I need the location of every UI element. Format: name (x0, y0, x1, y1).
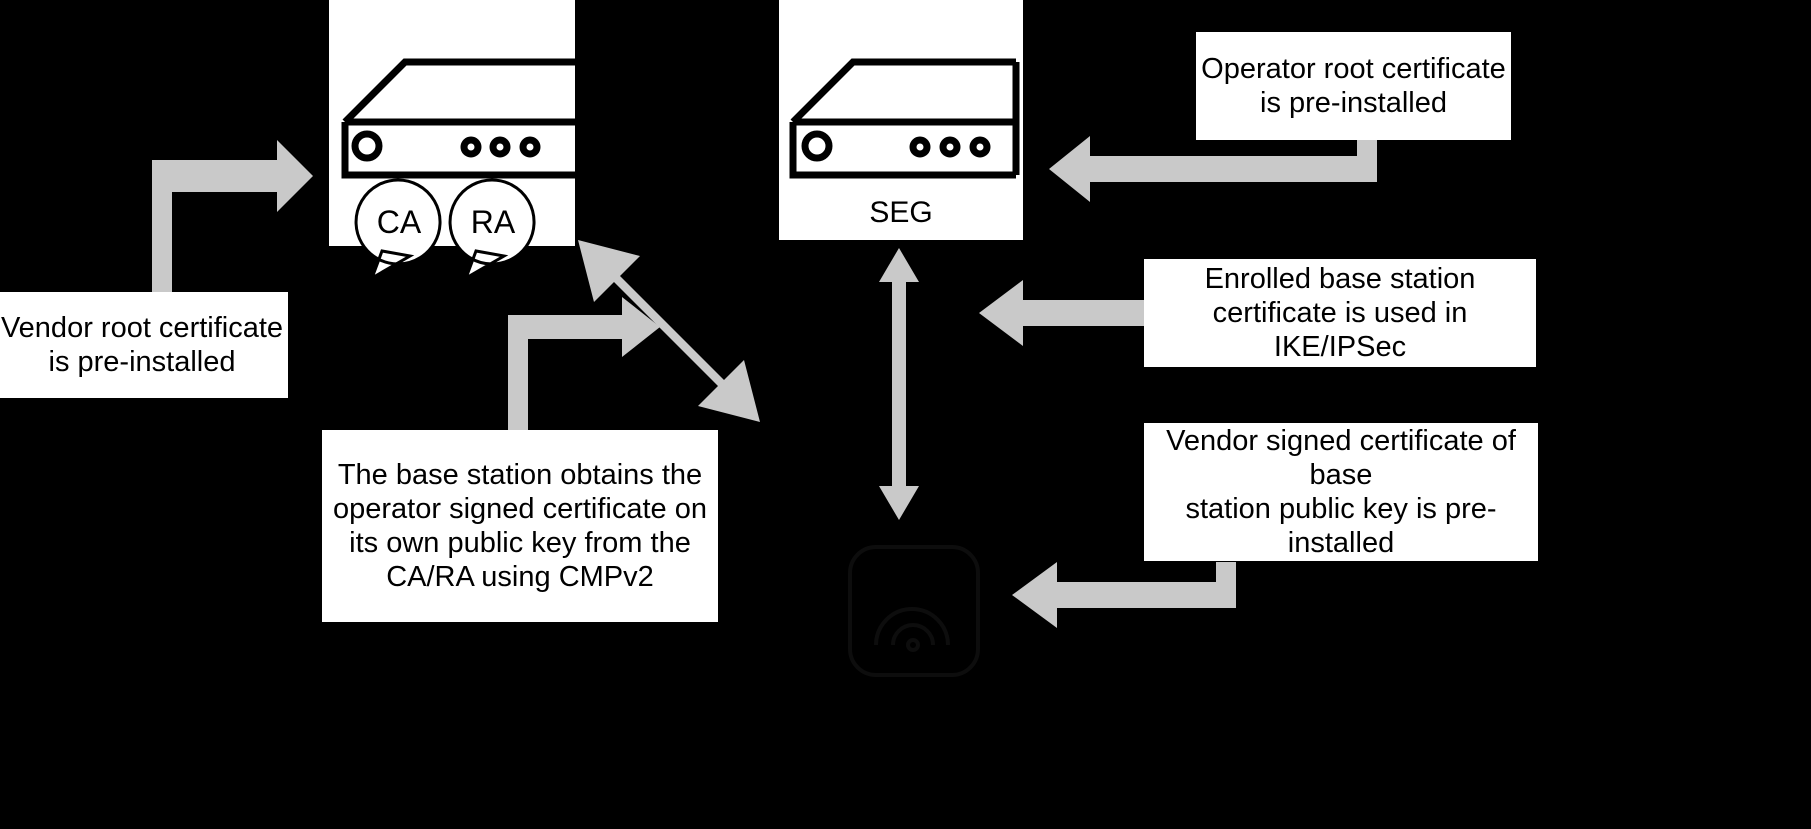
ca-label: CA (376, 204, 422, 240)
base-station-status-led-1-icon (460, 136, 482, 158)
ra-label: RA (470, 204, 516, 240)
callout-vendor-root-certificate: Vendor root certificate is pre-installed (0, 292, 288, 398)
callout-line: The base station obtains the (337, 458, 703, 491)
arrow-base-station-to-seg-diagonal (578, 240, 760, 422)
callout-line: operator signed certificate on (333, 492, 707, 525)
callout-line: Vendor root certificate (0, 311, 284, 344)
callout-line: CA/RA using CMPv2 (386, 561, 654, 594)
base-station-body-icon (341, 118, 583, 179)
callout-vendor-signed-certificate: Vendor signed certificate of base statio… (1144, 423, 1538, 561)
arrow-vendor-signed-to-remote (1012, 562, 1236, 628)
arrow-enrolled-cert-to-seg (979, 280, 1146, 346)
callout-line: Vendor signed certificate of base (1166, 424, 1516, 491)
arrow-cmpv2-to-base-station (508, 297, 660, 430)
ra-bubble-icon (448, 178, 536, 282)
callout-line: Enrolled base station (1204, 262, 1476, 295)
callout-enrolled-base-station-certificate: Enrolled base station certificate is use… (1144, 259, 1536, 367)
seg-status-led-2-icon (939, 136, 961, 158)
callout-line: is pre-installed (48, 346, 236, 378)
callout-cmpv2-enrolment: The base station obtains the operator si… (322, 430, 718, 622)
base-station-status-led-3-icon (519, 136, 541, 158)
seg-lid-icon (790, 58, 1016, 125)
callout-line: is pre-installed (1260, 87, 1447, 119)
seg-label: SEG (869, 196, 933, 229)
callout-line: certificate is used in IKE/IPSec (1212, 296, 1468, 364)
base-station-power-led-icon (351, 130, 383, 162)
seg-status-led-1-icon (909, 136, 931, 158)
callout-line: station public key is pre-installed (1185, 493, 1497, 560)
seg-body-icon (789, 62, 1020, 179)
seg-power-led-icon (801, 130, 833, 162)
callout-line: its own public key from the (349, 527, 691, 559)
seg-status-led-3-icon (969, 136, 991, 158)
arrow-operator-root-to-seg (1049, 136, 1377, 202)
ca-bubble-icon (354, 178, 442, 282)
callout-operator-root-certificate: Operator root certificate is pre-install… (1196, 32, 1511, 140)
arrow-seg-to-remote-base-station (879, 248, 919, 520)
callout-line: Operator root certificate (1201, 52, 1506, 85)
arrow-vendor-root-to-base-station (152, 140, 313, 296)
base-station-lid-icon (342, 58, 583, 125)
base-station-status-led-2-icon (489, 136, 511, 158)
